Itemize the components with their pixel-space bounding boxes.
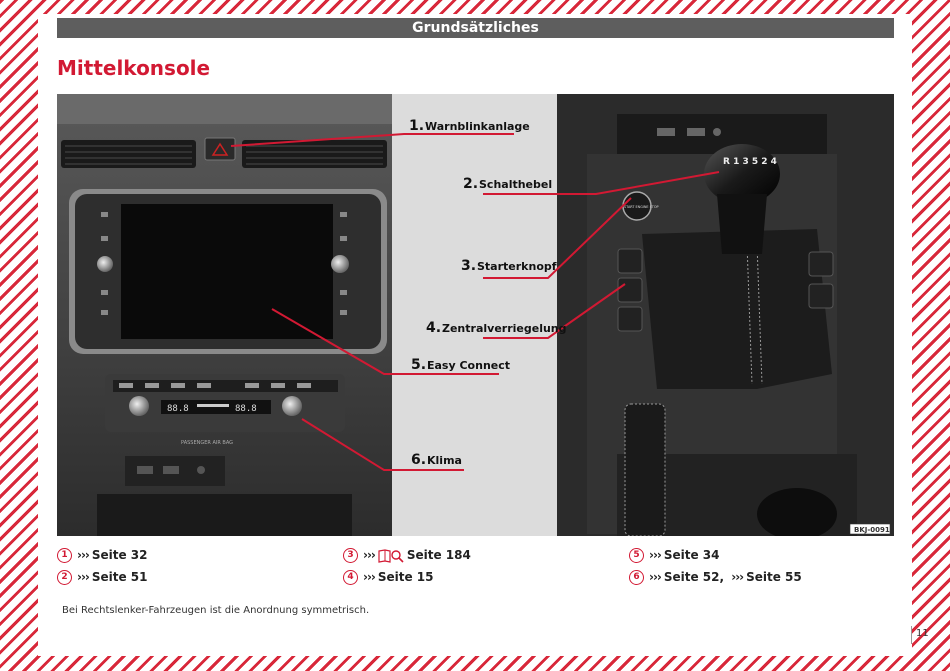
handbrake-lever (624, 403, 666, 536)
figure-code-box (849, 523, 891, 535)
reference-marker: ››› (649, 570, 662, 584)
reference-number: 4 (343, 570, 358, 585)
svg-text:Starterknopf: Starterknopf (477, 260, 557, 273)
callout-3: 3. Starterknopf (461, 258, 557, 274)
page-title: Mittelkonsole (57, 56, 211, 80)
reference-number: 6 (629, 570, 644, 585)
gear-knob (704, 144, 780, 204)
volume-knob (97, 256, 113, 272)
svg-text:Warnblinkanlage: Warnblinkanlage (425, 120, 530, 133)
touchscreen (121, 204, 333, 339)
reference-text: Seite 51 (91, 570, 148, 584)
page-number: 11 (916, 628, 929, 639)
hazard-triangle-icon (211, 142, 229, 156)
gearshift-photo: R 1 3 5 2 4 START ENGINE STOP (557, 94, 894, 536)
svg-text:1.: 1. (409, 118, 424, 134)
reference-number: 5 (629, 548, 644, 563)
reference-text: Seite 184 (406, 548, 471, 562)
callout-4: 4. Zentralverriegelung (426, 320, 567, 336)
reference-6[interactable]: 6›››Seite 52, ›››Seite 55 (629, 568, 802, 586)
reference-3[interactable]: 3 ››› Seite 184 (343, 546, 471, 564)
svg-text:Easy Connect: Easy Connect (427, 359, 510, 372)
section-header: Grundsätzliches (57, 18, 894, 38)
leader-lines (230, 133, 720, 471)
right-climate-dial (282, 396, 302, 416)
gear-boot (642, 229, 832, 389)
reference-text: Seite 34 (663, 548, 720, 562)
page-references: 1›››Seite 32 2›››Seite 51 3›››Seite 184 … (57, 546, 894, 590)
page-corner-mark (911, 626, 912, 644)
svg-text:Klima: Klima (427, 454, 462, 467)
start-button-label: START ENGINE STOP (624, 205, 659, 209)
svg-text:Zentralverriegelung: Zentralverriegelung (442, 322, 567, 335)
leader-line-3 (483, 197, 632, 279)
callout-6: 6. Klima (411, 452, 462, 468)
airbag-label: PASSENGER AIR BAG (181, 440, 233, 446)
reference-2[interactable]: 2 ›››Seite 51 (57, 568, 148, 586)
left-climate-dial (129, 396, 149, 416)
book-search-icon (378, 548, 404, 563)
side-button-1 (617, 248, 643, 274)
leader-line-1 (230, 133, 514, 147)
reference-marker: ››› (363, 548, 376, 562)
leader-line-2 (483, 171, 720, 195)
reference-marker: ››› (649, 548, 662, 562)
callout-1: 1. Warnblinkanlage (409, 118, 530, 134)
gear-pattern: R 1 3 5 2 4 (723, 157, 777, 167)
reference-marker: ››› (731, 570, 744, 584)
reference-4[interactable]: 4 ›››Seite 15 (343, 568, 434, 586)
center-console-figure: 88.8 88.8 PASSENGER AIR BAG (57, 94, 894, 536)
reference-number: 2 (57, 570, 72, 585)
hazard-button (204, 137, 236, 161)
reference-number: 3 (343, 548, 358, 563)
dashboard-photo: 88.8 88.8 PASSENGER AIR BAG (57, 94, 392, 536)
figure-code: BKJ-0091 (854, 526, 890, 534)
reference-text: Seite 15 (377, 570, 434, 584)
svg-text:Schalthebel: Schalthebel (479, 178, 552, 191)
footnote: Bei Rechtslenker-Fahrzeugen ist die Anor… (62, 605, 370, 616)
tune-knob (331, 255, 349, 273)
climate-temp-right: 88.8 (235, 404, 257, 414)
svg-text:3.: 3. (461, 258, 476, 274)
svg-text:5.: 5. (411, 357, 426, 373)
leader-line-6 (301, 418, 464, 471)
central-locking-button (617, 277, 643, 303)
left-air-vent (61, 140, 196, 168)
usb-ports-panel (617, 114, 827, 154)
storage-tray (97, 494, 352, 536)
section-header-label: Grundsätzliches (412, 20, 539, 36)
reference-text-secondary: Seite 55 (746, 570, 802, 584)
leader-line-4 (483, 283, 626, 339)
reference-text: Seite 32 (91, 548, 148, 562)
figure-illustration: 88.8 88.8 PASSENGER AIR BAG (57, 94, 894, 536)
reference-text: Seite 52, (663, 570, 725, 584)
reference-marker: ››› (363, 570, 376, 584)
callout-5: 5. Easy Connect (411, 357, 510, 373)
leader-line-5 (271, 308, 499, 375)
svg-text:4.: 4. (426, 320, 441, 336)
climate-temp-left: 88.8 (167, 404, 189, 414)
right-air-vent (242, 140, 387, 168)
reference-5[interactable]: 5 ›››Seite 34 (629, 546, 720, 564)
reference-marker: ››› (77, 570, 90, 584)
svg-text:6.: 6. (411, 452, 426, 468)
callout-2: 2. Schalthebel (463, 176, 552, 192)
drive-mode-button (617, 306, 643, 332)
reference-marker: ››› (77, 548, 90, 562)
svg-text:2.: 2. (463, 176, 478, 192)
reference-number: 1 (57, 548, 72, 563)
reference-1[interactable]: 1 ›››Seite 32 (57, 546, 148, 564)
